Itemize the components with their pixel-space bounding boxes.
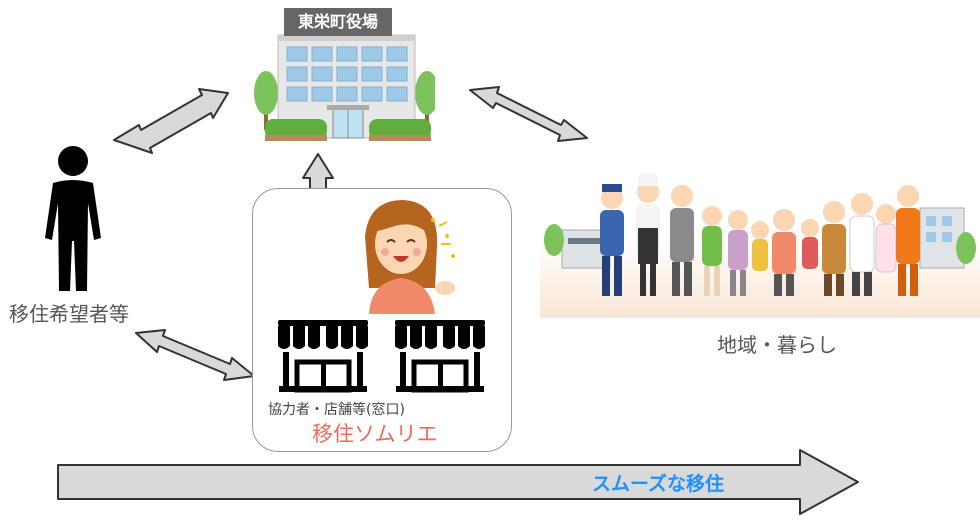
- arrow-hall-community: [469, 86, 588, 142]
- sommelier-woman-icon: [365, 200, 455, 314]
- sommelier-label: 移住ソムリエ: [312, 422, 438, 446]
- storefront-icon: [395, 320, 485, 393]
- flow-label: スムーズな移住: [592, 473, 725, 495]
- city-hall-name: 東栄町役場: [284, 8, 392, 36]
- arrow-applicant-box: [135, 329, 255, 381]
- city-hall-icon: [254, 34, 435, 141]
- flow-arrow: [57, 449, 859, 515]
- applicant-label: 移住希望者等: [9, 302, 129, 326]
- storefront-icon: [278, 320, 368, 393]
- community-people-icon: [540, 174, 980, 318]
- cooperators-label: 協力者・店舗等(窓口): [268, 402, 405, 418]
- community-label: 地域・暮らし: [717, 333, 837, 357]
- arrow-applicant-hall: [113, 88, 229, 154]
- person-silhouette-icon: [45, 146, 101, 291]
